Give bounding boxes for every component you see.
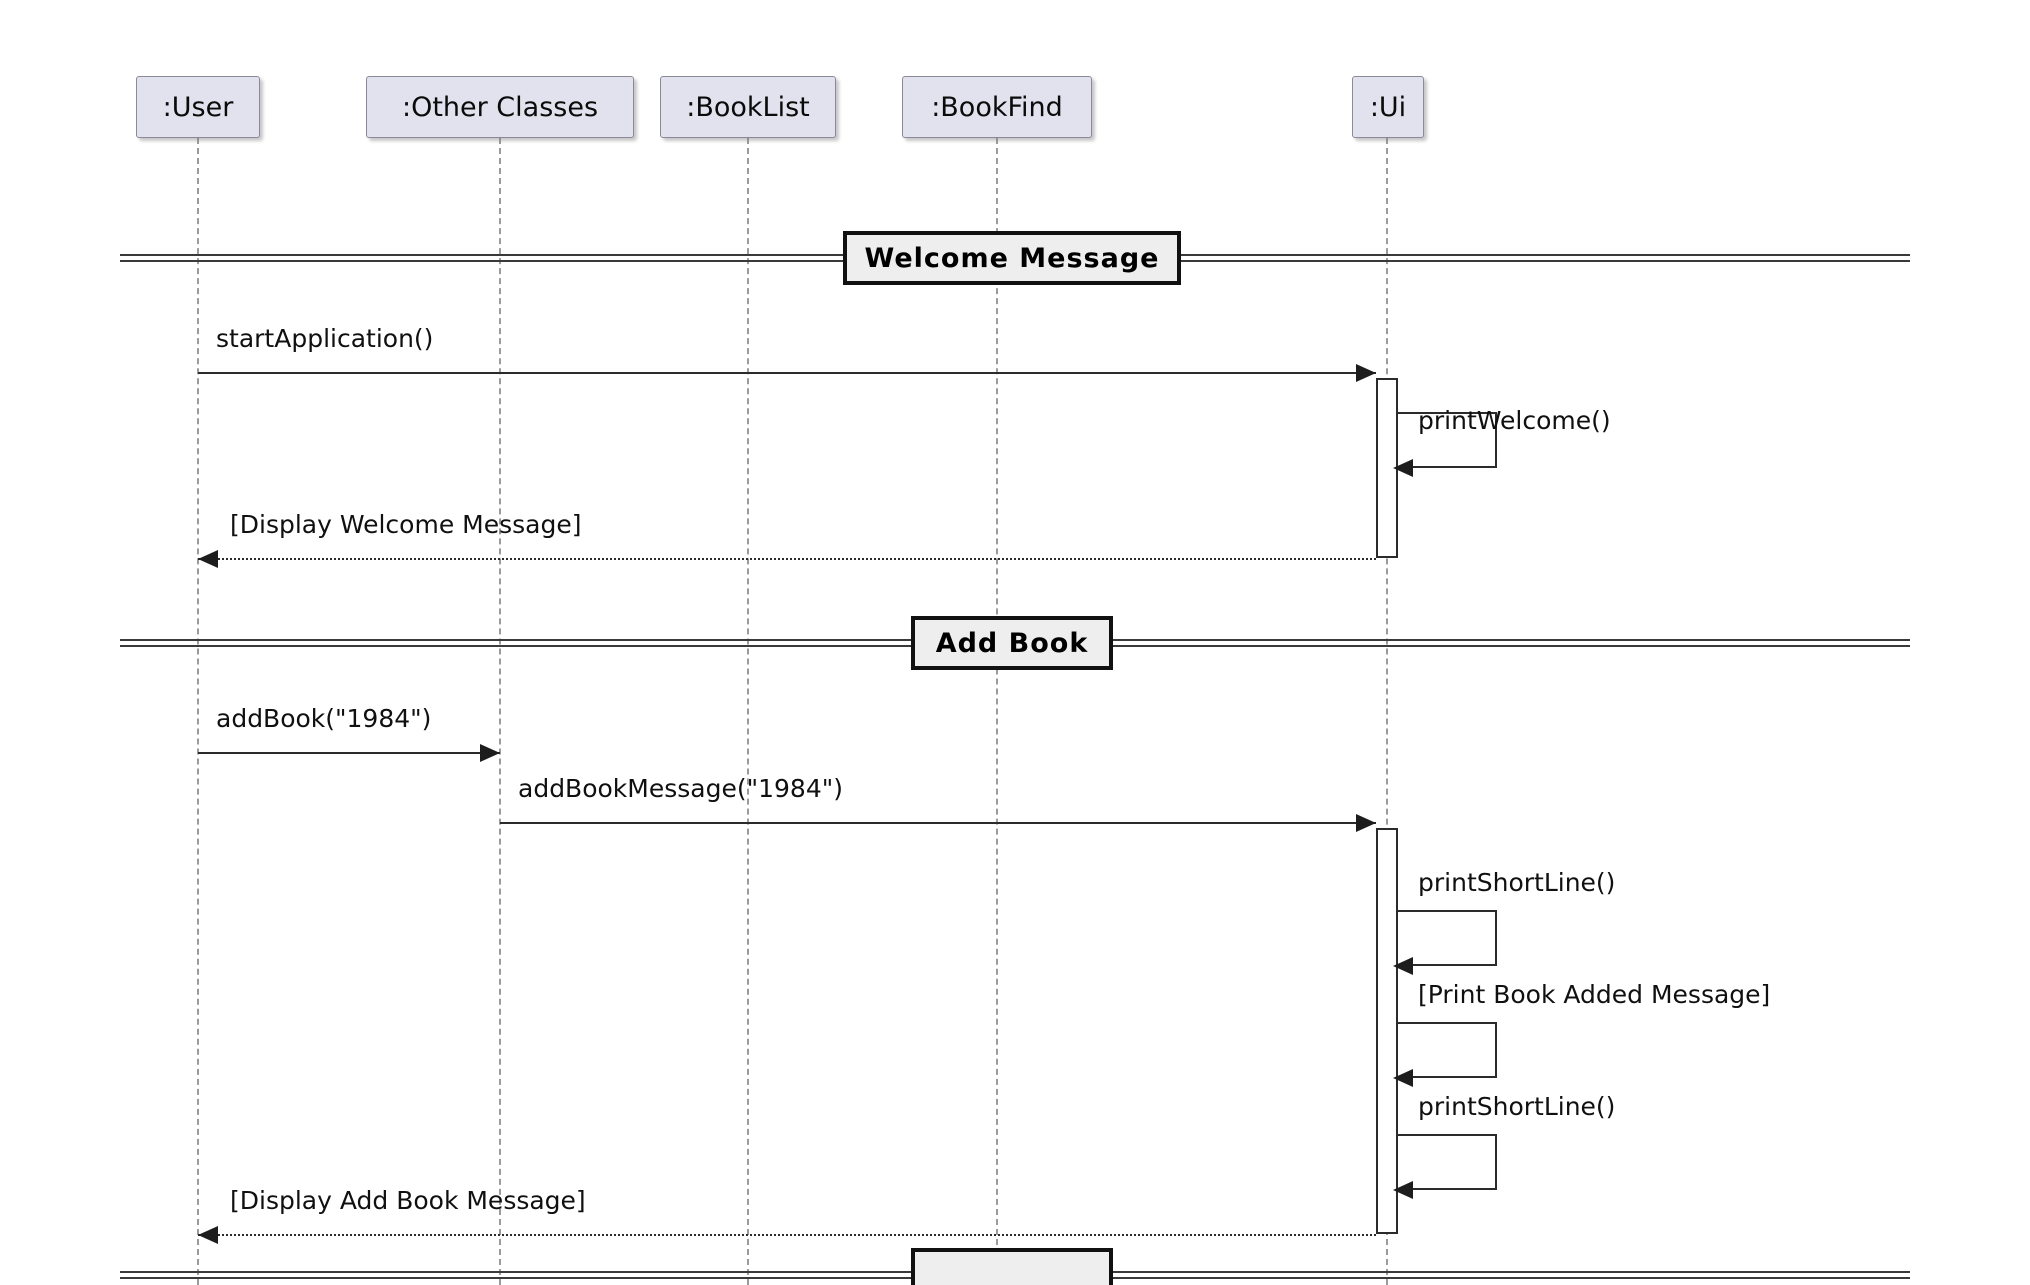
arrow-head-display-add-book-message xyxy=(198,1226,218,1244)
divider-rule-right-add-book xyxy=(1113,639,1910,647)
arrow-head-print-short-line-2 xyxy=(1393,1181,1413,1199)
lifeline-booklist xyxy=(747,138,749,1285)
divider-welcome-message: Welcome Message xyxy=(843,231,1181,285)
divider-rule-left-third-section xyxy=(120,1271,911,1279)
arrow-head-print-book-added-message xyxy=(1393,1069,1413,1087)
arrow-head-display-welcome-message xyxy=(198,550,218,568)
message-line-start-application xyxy=(198,372,1376,374)
message-label-add-book-message: addBookMessage("1984") xyxy=(518,774,843,803)
arrow-head-print-welcome xyxy=(1393,459,1413,477)
divider-rule-left-welcome-message xyxy=(120,254,843,262)
message-line-display-welcome-message xyxy=(198,558,1376,560)
message-line-add-book-message xyxy=(500,822,1376,824)
message-line-add-book xyxy=(198,752,500,754)
message-label-display-welcome-message: [Display Welcome Message] xyxy=(230,510,582,539)
arrow-head-add-book-message xyxy=(1356,814,1376,832)
participant-booklist[interactable]: :BookList xyxy=(660,76,836,138)
participant-other[interactable]: :Other Classes xyxy=(366,76,634,138)
message-line-display-add-book-message xyxy=(198,1234,1376,1236)
participant-user[interactable]: :User xyxy=(136,76,260,138)
self-call-print-short-line-1 xyxy=(1397,910,1497,966)
divider-rule-right-third-section xyxy=(1113,1271,1910,1279)
message-label-add-book: addBook("1984") xyxy=(216,704,432,733)
participant-bookfind[interactable]: :BookFind xyxy=(902,76,1092,138)
lifeline-ui xyxy=(1386,138,1388,1285)
message-label-display-add-book-message: [Display Add Book Message] xyxy=(230,1186,586,1215)
message-label-start-application: startApplication() xyxy=(216,324,434,353)
divider-third-section xyxy=(911,1248,1113,1285)
message-label-print-book-added-message: [Print Book Added Message] xyxy=(1418,980,1771,1009)
lifeline-bookfind xyxy=(996,138,998,1285)
arrow-head-add-book xyxy=(480,744,500,762)
divider-add-book: Add Book xyxy=(911,616,1113,670)
arrow-head-print-short-line-1 xyxy=(1393,957,1413,975)
message-label-print-short-line-2: printShortLine() xyxy=(1418,1092,1616,1121)
self-call-print-short-line-2 xyxy=(1397,1134,1497,1190)
self-call-print-book-added-message xyxy=(1397,1022,1497,1078)
participant-ui[interactable]: :Ui xyxy=(1352,76,1424,138)
lifeline-other xyxy=(499,138,501,1285)
message-label-print-short-line-1: printShortLine() xyxy=(1418,868,1616,897)
activation-bar-ui-add-book xyxy=(1376,828,1398,1234)
lifeline-user xyxy=(197,138,199,1285)
message-label-print-welcome: printWelcome() xyxy=(1418,406,1611,435)
divider-rule-right-welcome-message xyxy=(1181,254,1910,262)
arrow-head-start-application xyxy=(1356,364,1376,382)
self-call-print-welcome xyxy=(1397,412,1497,468)
divider-rule-left-add-book xyxy=(120,639,911,647)
